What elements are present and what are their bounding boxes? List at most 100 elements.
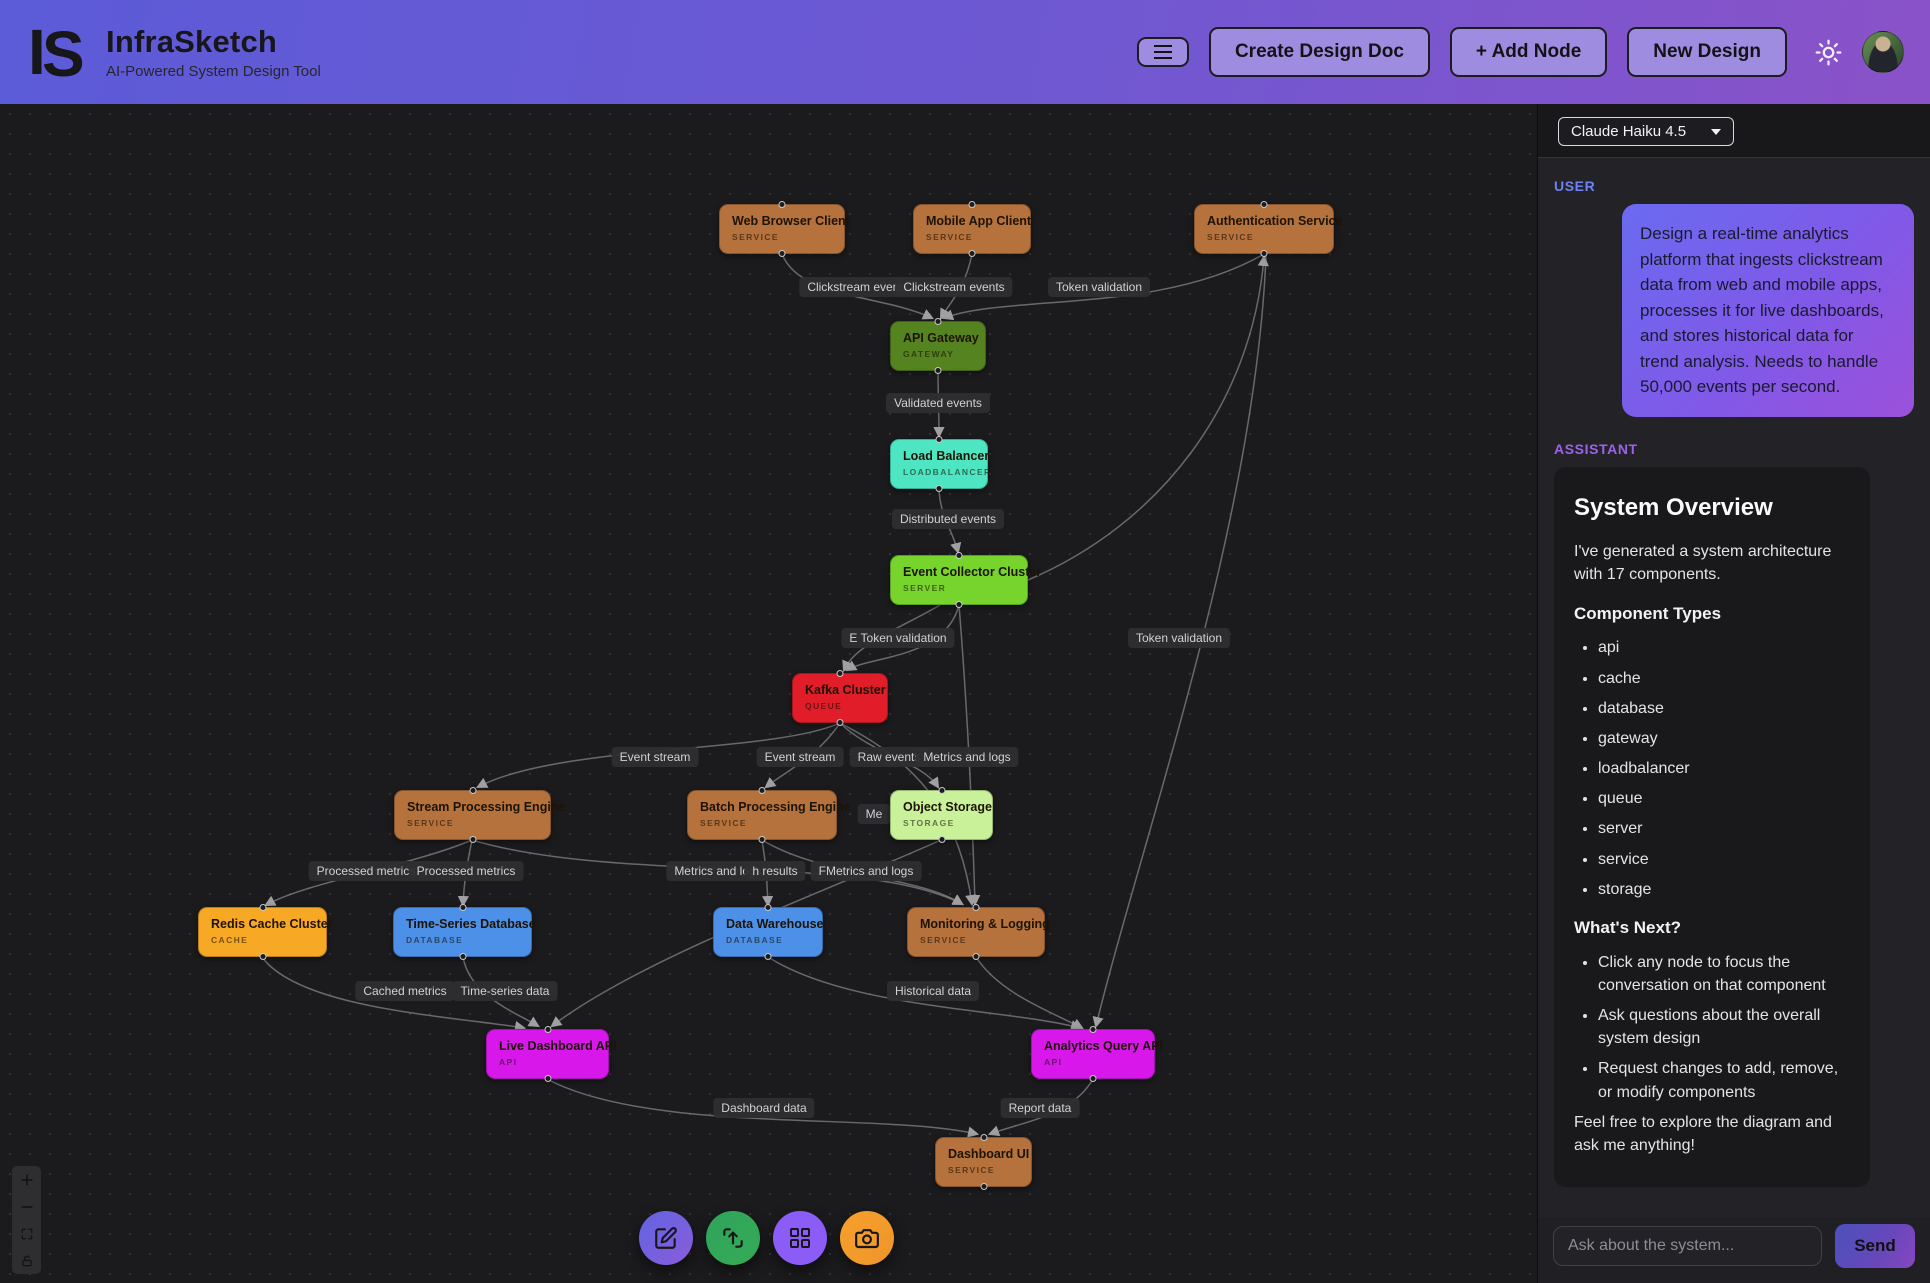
node-handle-bottom[interactable]	[972, 953, 980, 960]
node-type: API	[499, 1057, 518, 1067]
fit-view-arrow-tool-button[interactable]	[706, 1211, 760, 1265]
node-title: Authentication Service	[1207, 214, 1343, 228]
node-title: Kafka Cluster	[805, 683, 886, 697]
node-handle-bottom[interactable]	[469, 836, 476, 843]
fit-view-button[interactable]	[12, 1220, 41, 1247]
node-handle-top[interactable]	[935, 436, 943, 443]
chat-panel-header: Claude Haiku 4.5	[1538, 104, 1930, 158]
node-title: Mobile App Client	[926, 214, 1032, 228]
edge-label: Time-series data	[452, 981, 558, 1001]
fit-view-arrow-icon	[723, 1228, 743, 1248]
component-type-item: cache	[1598, 667, 1850, 690]
node-handle-top[interactable]	[469, 787, 476, 794]
node-handle-top[interactable]	[1260, 201, 1268, 208]
node-handle-bottom[interactable]	[764, 953, 772, 960]
sun-icon	[1815, 39, 1842, 65]
whats-next-item: Click any node to focus the conversation…	[1598, 951, 1850, 997]
node-handle-bottom[interactable]	[1089, 1075, 1097, 1082]
chat-input-bar: Send	[1538, 1217, 1930, 1283]
node-handle-bottom[interactable]	[968, 250, 976, 257]
send-button[interactable]: Send	[1835, 1224, 1915, 1268]
node-handle-top[interactable]	[972, 904, 980, 911]
edge-label: Token validation	[1047, 277, 1151, 297]
node-handle-top[interactable]	[938, 787, 945, 794]
node-handle-bottom[interactable]	[934, 367, 942, 374]
add-node-button[interactable]: + Add Node	[1449, 27, 1608, 77]
edge-label: Clickstream events	[799, 277, 917, 297]
node-handle-top[interactable]	[934, 318, 942, 325]
model-selector[interactable]: Claude Haiku 4.5	[1558, 117, 1734, 146]
node-handle-top[interactable]	[778, 201, 786, 208]
node-handle-bottom[interactable]	[778, 250, 786, 257]
edit-tool-button[interactable]	[639, 1211, 693, 1265]
chat-input[interactable]	[1553, 1226, 1822, 1266]
node-type: SERVICE	[732, 232, 779, 242]
node-handle-top[interactable]	[836, 670, 844, 677]
chat-messages[interactable]: USER Design a real-time analytics platfo…	[1538, 158, 1930, 1217]
component-type-item: service	[1598, 848, 1850, 871]
node-handle-top[interactable]	[259, 904, 266, 911]
node-title: Redis Cache Cluster	[211, 917, 333, 931]
zoom-out-button[interactable]	[12, 1193, 41, 1220]
node-handle-top[interactable]	[544, 1026, 551, 1033]
app-tagline: AI-Powered System Design Tool	[106, 63, 321, 80]
user-avatar[interactable]	[1862, 31, 1904, 73]
node-handle-top[interactable]	[1089, 1026, 1097, 1033]
menu-button[interactable]	[1136, 37, 1189, 67]
node-handle-bottom[interactable]	[544, 1075, 551, 1082]
grid-tool-button[interactable]	[773, 1211, 827, 1265]
node-handle-top[interactable]	[764, 904, 772, 911]
edge-label: Distributed events	[891, 509, 1005, 529]
node-handle-bottom[interactable]	[259, 953, 266, 960]
node-handle-top[interactable]	[980, 1134, 987, 1141]
component-type-item: queue	[1598, 787, 1850, 810]
node-handle-top[interactable]	[955, 552, 963, 559]
canvas-toolbar	[639, 1211, 894, 1265]
create-design-doc-button[interactable]: Create Design Doc	[1208, 27, 1430, 77]
node-type: DATABASE	[726, 935, 784, 945]
node-handle-top[interactable]	[758, 787, 766, 794]
component-type-item: database	[1598, 697, 1850, 720]
node-handle-bottom[interactable]	[938, 836, 945, 843]
node-handle-bottom[interactable]	[935, 485, 943, 492]
node-handle-top[interactable]	[459, 904, 466, 911]
assistant-intro: I've generated a system architecture wit…	[1574, 543, 1832, 584]
node-handle-bottom[interactable]	[955, 601, 963, 608]
node-handle-bottom[interactable]	[980, 1183, 987, 1190]
expand-icon	[21, 1228, 32, 1239]
edge-label: Processed metrics	[308, 861, 424, 881]
node-title: Analytics Query API	[1044, 1039, 1164, 1053]
new-design-button[interactable]: New Design	[1627, 27, 1787, 77]
edge-label: Historical data	[886, 981, 980, 1001]
theme-toggle-button[interactable]	[1815, 39, 1842, 66]
node-handle-bottom[interactable]	[459, 953, 466, 960]
node-handle-bottom[interactable]	[836, 719, 844, 726]
lock-canvas-button[interactable]	[12, 1247, 41, 1274]
node-handle-bottom[interactable]	[758, 836, 766, 843]
node-handle-top[interactable]	[968, 201, 976, 208]
minus-icon	[20, 1205, 33, 1208]
zoom-in-button[interactable]	[12, 1166, 41, 1193]
node-handle-bottom[interactable]	[1260, 250, 1268, 257]
camera-tool-button[interactable]	[840, 1211, 894, 1265]
chevron-down-icon	[1711, 128, 1721, 135]
